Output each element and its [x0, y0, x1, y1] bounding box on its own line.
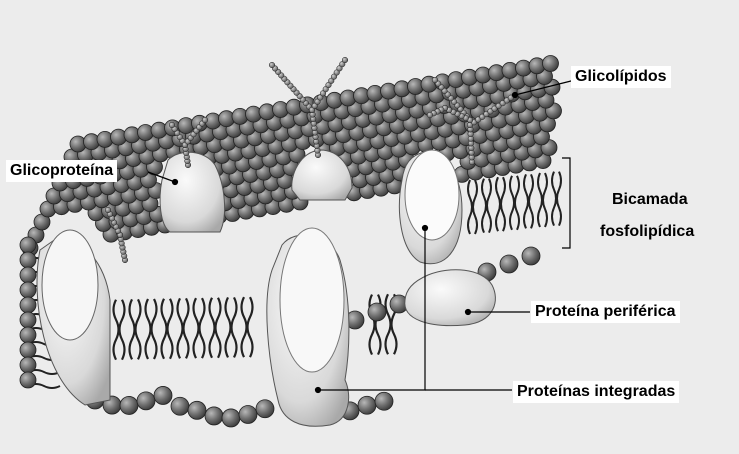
glycoprotein-left [160, 152, 225, 232]
phospholipid-head [171, 397, 189, 415]
lipid-tail [194, 298, 205, 358]
phospholipid-head [522, 247, 540, 265]
lipid-tail [146, 299, 157, 359]
phospholipid-head [239, 405, 257, 423]
phospholipid-head [120, 396, 138, 414]
lipid-tail [524, 174, 533, 228]
phospholipid-head [20, 282, 36, 298]
phospholipid-head [20, 372, 36, 388]
integral-protein-center [267, 228, 349, 426]
phospholipid-head [375, 392, 393, 410]
bilayer-bracket [562, 158, 570, 248]
phospholipid-head [500, 255, 518, 273]
phospholipid-head [20, 237, 36, 253]
peripheral-protein [405, 270, 496, 326]
lipid-tail [482, 179, 491, 233]
phospholipid-head [222, 409, 240, 427]
lipid-tail [552, 172, 561, 226]
phospholipid-head [543, 56, 559, 72]
sugar-chain-bead [427, 112, 433, 118]
lipid-tail [130, 299, 141, 359]
phospholipid-head [368, 303, 386, 321]
phospholipid-head [256, 400, 274, 418]
lipid-tail [468, 180, 477, 234]
integral-protein-left [37, 230, 110, 405]
lipid-tail [162, 299, 173, 359]
phospholipid-head [188, 401, 206, 419]
phospholipid-head [20, 342, 36, 358]
lipid-tail [538, 173, 547, 227]
lipid-tail [242, 297, 253, 357]
sugar-chain-bead [105, 207, 111, 213]
sugar-chain-bead [269, 62, 275, 68]
glycoprotein-label: Glicoproteína [6, 160, 117, 182]
lipid-tail [210, 298, 221, 358]
bilayer-label-line2: fosfolipídica [600, 222, 694, 242]
lipid-tail [114, 300, 125, 360]
phospholipid-head [154, 386, 172, 404]
sugar-chain-bead [202, 117, 208, 123]
bilayer-label-line1: Bicamada [612, 190, 688, 210]
peripheral-protein-label: Proteína periférica [531, 301, 680, 323]
integral-protein-right [399, 150, 462, 264]
sugar-chain-bead [342, 57, 348, 63]
glycolipids-label: Glicolípidos [571, 66, 671, 88]
phospholipid-head [20, 252, 36, 268]
lipid-tail [226, 297, 237, 357]
lipid-tail [510, 176, 519, 230]
phospholipid-head [20, 327, 36, 343]
phospholipid-head [20, 312, 36, 328]
lipid-tail [496, 177, 505, 231]
phospholipid-head [20, 267, 36, 283]
lipid-tail [178, 298, 189, 358]
phospholipid-head [358, 396, 376, 414]
phospholipid-head [205, 407, 223, 425]
sugar-chain-bead [432, 77, 438, 83]
phospholipid-head [137, 392, 155, 410]
phospholipid-head [20, 297, 36, 313]
sugar-chain-bead [169, 122, 175, 128]
integral-proteins-label: Proteínas integradas [513, 381, 679, 403]
phospholipid-head [20, 357, 36, 373]
